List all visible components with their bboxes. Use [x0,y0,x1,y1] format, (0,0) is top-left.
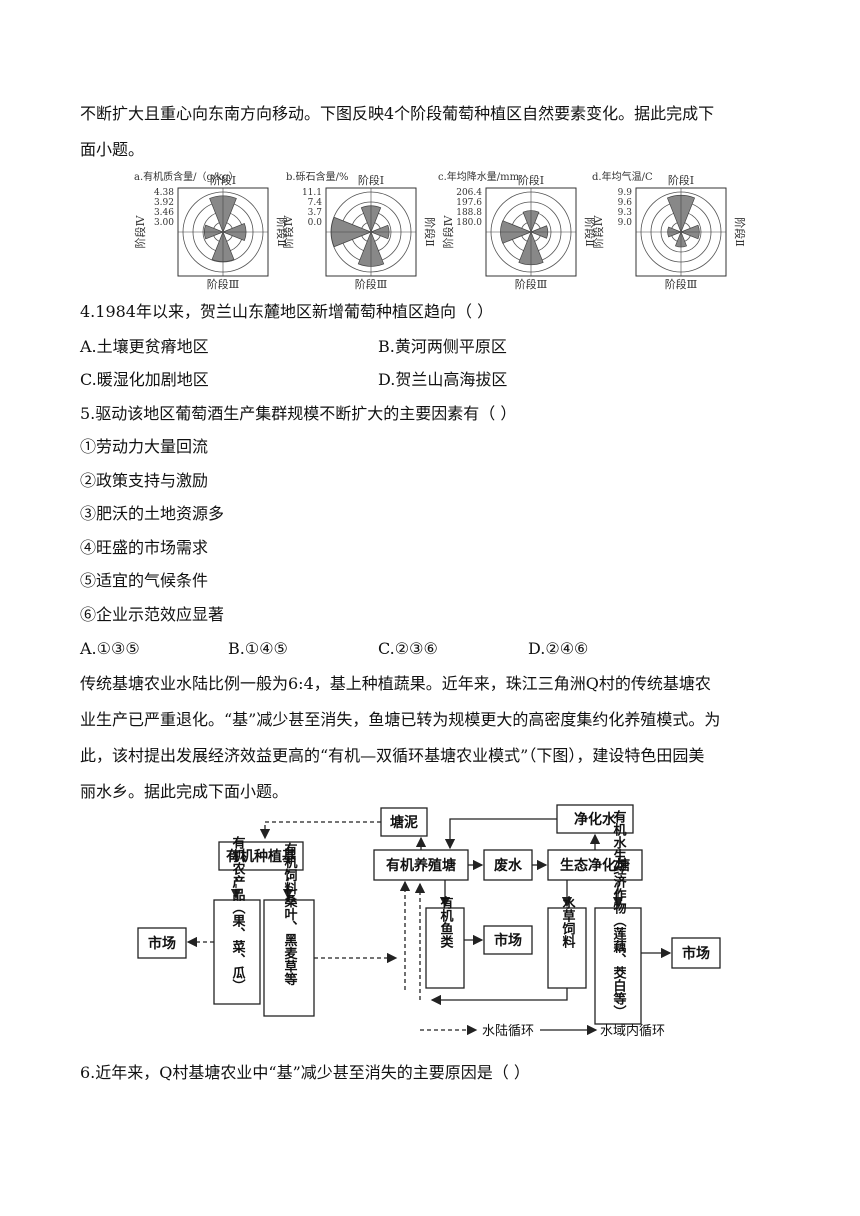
q5-option-b[interactable]: B.①④⑤ [228,639,288,658]
q5-stem: 5.驱动该地区葡萄酒生产集群规模不断扩大的主要因素有（ ） [80,404,517,423]
intro-line-1: 不断扩大且重心向东南方向移动。下图反映4个阶段葡萄种植区自然要素变化。据此完成下 [80,104,715,123]
stage-label-1: 阶段Ⅰ [518,173,544,187]
q5-option-c[interactable]: C.②③⑥ [378,639,438,658]
q4-option-d[interactable]: D.贺兰山高海拔区 [378,370,508,389]
label-wastewater: 废水 [494,857,523,874]
stage-label-3: 阶段Ⅲ [355,277,388,291]
box-produce [213,899,261,1005]
q5-item: ③肥沃的土地资源多 [80,504,225,523]
stage-label-4: 阶段Ⅳ [281,215,295,249]
q5-option-d[interactable]: D.②④⑥ [528,639,589,658]
stage-label-3: 阶段Ⅲ [665,277,698,291]
radar-tick-label: 197.6 [456,198,482,208]
radar-chart: b.砾石含量/% 11.17.43.70.0 阶段Ⅰ 阶段Ⅲ 阶段Ⅱ 阶段Ⅳ [281,170,437,291]
passage2-line-1: 传统基塘农业水陆比例一般为6:4，基上种植蔬果。近年来，珠江三角洲Q村的传统基塘… [80,674,711,693]
q5-item: ⑤适宜的气候条件 [80,571,209,590]
box-market-3 [671,937,721,969]
q5-item: ②政策支持与激励 [80,471,209,490]
radar-tick-label: 3.00 [154,218,174,228]
radar-tick-label: 9.6 [618,198,633,208]
label-ecopond: 生态净化塘 [560,857,630,874]
label-jinghuashui: 净化水 [574,811,617,828]
q5-item: ⑥企业示范效应显著 [80,605,225,624]
label-breeding: 有机养殖塘 [386,857,456,874]
q5-item: ④旺盛的市场需求 [80,538,209,557]
radar-tick-label: 3.92 [154,198,174,208]
q5-item: ①劳动力大量回流 [80,437,209,456]
label-crops: 有机水生经济作物（莲藕、茭白等） [611,809,628,1018]
label-feed: 有机饲料桑叶、黑麦草等 [282,842,299,987]
stage-label-4: 阶段Ⅳ [133,215,147,249]
q5-option-a[interactable]: A.①③⑤ [80,639,140,658]
stage-label-3: 阶段Ⅲ [207,277,240,291]
cycle-flow-diagram: 塘泥 净化水 有机种植基 有机养殖塘 废水 生态净化塘 市场 市场 市场 有机农… [137,804,721,1039]
box-market-2 [483,925,533,955]
label-fish: 有机鱼类 [438,895,454,949]
q4-option-a[interactable]: A.土壤更贫瘠地区 [80,337,209,356]
label-produce: 有机农产品（果、菜、瓜） [230,835,247,992]
intro-line-2: 面小题。 [80,140,145,159]
radar-tick-label: 11.1 [302,188,322,198]
box-planting [218,841,304,871]
box-fish [425,907,465,989]
label-market-3: 市场 [682,945,710,962]
q4-option-b[interactable]: B.黄河两侧平原区 [378,337,507,356]
radar-tick-label: 9.3 [618,208,633,218]
passage2-line-3: 此，该村提出发展经济效益更高的“有机—双循环基塘农业模式”（下图），建设特色田园… [80,746,705,765]
stage-label-4: 阶段Ⅳ [591,215,605,249]
passage2-line-4: 丽水乡。据此完成下面小题。 [80,782,289,801]
radar-charts-figure: a.有机质含量/（g/kg）4.383.923.463.00阶段Ⅰ阶段Ⅲ阶段Ⅱ阶… [133,170,747,291]
label-planting: 有机种植基 [226,848,297,865]
label-grass: 水草饲料 [560,895,577,949]
passage2-line-2: 业生产已严重退化。“基”减少甚至消失，鱼塘已转为规模更大的高密度集约化养殖模式。… [80,710,721,729]
radar-title: c.年均降水量/mm [438,170,520,183]
radar-tick-label: 188.8 [456,208,482,218]
radar-tick-label: 3.46 [154,208,174,218]
stage-label-3: 阶段Ⅲ [515,277,548,291]
box-crops [594,907,642,1025]
radar-tick-label: 0.0 [308,218,323,228]
q4-stem: 4.1984年以来，贺兰山东麓地区新增葡萄种植区趋向（ ） [80,302,494,321]
legend-solid: 水域内循环 [600,1023,665,1039]
stage-label-4: 阶段Ⅳ [441,215,455,249]
stage-label-1: 阶段Ⅰ [358,173,384,187]
radar-tick-label: 4.38 [154,188,174,198]
radar-chart: a.有机质含量/（g/kg） 4.383.923.463.00 阶段Ⅰ 阶段Ⅲ 阶段Ⅱ 阶… [133,170,289,291]
radar-tick-label: 206.4 [456,188,482,198]
stage-label-2: 阶段Ⅱ [583,217,597,246]
box-market-1 [137,927,187,959]
radar-tick-label: 180.0 [456,218,482,228]
legend-dash: 水陆循环 [482,1023,534,1039]
radar-title: d.年均气温/C [592,170,653,183]
q6-stem: 6.近年来，Q村基塘农业中“基”减少甚至消失的主要原因是（ ） [80,1063,530,1082]
label-market-1: 市场 [148,935,176,952]
radar-chart: d.年均气温/C 9.99.69.39.0 阶段Ⅰ 阶段Ⅲ 阶段Ⅱ 阶段Ⅳ [591,170,747,291]
q4-option-c[interactable]: C.暖湿化加剧地区 [80,370,209,389]
stage-label-2: 阶段Ⅱ [275,217,289,246]
label-market-2: 市场 [494,932,522,949]
stage-label-1: 阶段Ⅰ [210,173,236,187]
radar-tick-label: 9.0 [618,218,633,228]
radar-tick-label: 3.7 [308,208,323,218]
stage-label-1: 阶段Ⅰ [668,173,694,187]
radar-tick-label: 9.9 [618,188,633,198]
radar-title: a.有机质含量/（g/kg） [134,170,239,183]
stage-label-2: 阶段Ⅱ [733,217,747,246]
label-tangni: 塘泥 [390,814,418,831]
radar-tick-label: 7.4 [308,198,323,208]
radar-title: b.砾石含量/% [286,170,348,183]
stage-label-2: 阶段Ⅱ [423,217,437,246]
